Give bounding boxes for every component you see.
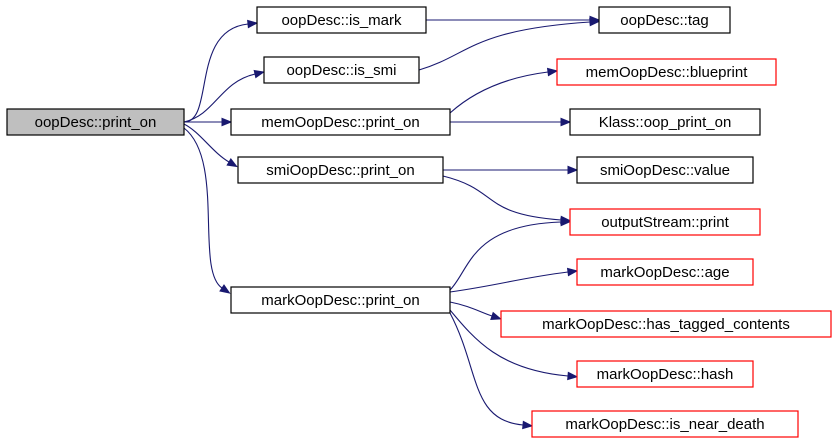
edge-line — [418, 21, 591, 71]
edge-mark_print_on-to-stream_print — [449, 217, 572, 291]
edge-line — [449, 301, 493, 317]
edge-line — [183, 123, 230, 163]
node-label: markOopDesc::hash — [597, 366, 734, 383]
edge-line — [442, 175, 562, 221]
node-label: markOopDesc::print_on — [261, 292, 419, 309]
arrowhead — [560, 117, 572, 127]
edge-line — [449, 71, 549, 114]
nodes-layer: oopDesc::print_onoopDesc::is_markoopDesc… — [6, 6, 832, 438]
arrowhead — [546, 67, 559, 77]
node-box[interactable] — [576, 156, 754, 184]
node-box[interactable] — [6, 108, 185, 136]
arrowhead — [560, 217, 572, 227]
edge-line — [183, 127, 223, 289]
node-box[interactable] — [576, 360, 754, 388]
node-label: markOopDesc::has_tagged_contents — [542, 316, 790, 333]
arrowhead — [522, 420, 534, 430]
node-age[interactable]: markOopDesc::age — [576, 258, 754, 286]
node-box[interactable] — [256, 6, 427, 34]
edge-smi_print_on-to-stream_print — [442, 175, 572, 225]
edge-root-to-is_mark — [183, 19, 259, 123]
node-is-smi[interactable]: oopDesc::is_smi — [263, 56, 420, 84]
node-box[interactable] — [569, 208, 761, 236]
arrowhead — [490, 311, 502, 320]
edge-smi_print_on-to-smi_value — [443, 165, 579, 175]
edge-line — [449, 271, 569, 293]
node-box[interactable] — [230, 108, 451, 136]
edge-root-to-mem_print_on — [184, 117, 233, 127]
node-box[interactable] — [598, 6, 731, 34]
arrowhead — [589, 17, 601, 27]
node-label: oopDesc::is_mark — [281, 12, 402, 29]
node-box[interactable] — [230, 286, 451, 314]
edge-is_smi-to-tag — [418, 17, 601, 71]
node-label: oopDesc::print_on — [35, 114, 157, 131]
edge-mem_print_on-to-blueprint — [449, 67, 559, 114]
edge-mem_print_on-to-klass_print — [450, 117, 572, 127]
node-label: markOopDesc::is_near_death — [565, 416, 764, 433]
arrowhead — [247, 19, 259, 29]
edge-root-to-smi_print_on — [183, 123, 238, 168]
edge-is_mark-to-tag — [426, 15, 601, 25]
node-label: memOopDesc::blueprint — [586, 64, 749, 81]
edge-root-to-mark_print_on — [183, 127, 231, 294]
node-label: memOopDesc::print_on — [261, 114, 419, 131]
node-klass-print[interactable]: Klass::oop_print_on — [569, 108, 761, 136]
arrowhead — [226, 158, 238, 168]
edges-layer — [183, 15, 601, 430]
node-label: smiOopDesc::print_on — [266, 162, 414, 179]
node-label: oopDesc::tag — [620, 12, 708, 29]
edge-mark_print_on-to-age — [449, 267, 579, 293]
arrowhead — [567, 165, 579, 175]
node-mem-print-on[interactable]: memOopDesc::print_on — [230, 108, 451, 136]
node-box[interactable] — [556, 58, 777, 86]
node-box[interactable] — [531, 410, 799, 438]
node-label: smiOopDesc::value — [600, 162, 730, 179]
node-box[interactable] — [237, 156, 444, 184]
edge-mark_print_on-to-near_death — [449, 312, 534, 430]
node-label: oopDesc::is_smi — [286, 62, 396, 79]
node-label: markOopDesc::age — [600, 264, 729, 281]
node-blueprint[interactable]: memOopDesc::blueprint — [556, 58, 777, 86]
node-smi-value[interactable]: smiOopDesc::value — [576, 156, 754, 184]
edge-line — [449, 312, 524, 426]
node-is-mark[interactable]: oopDesc::is_mark — [256, 6, 427, 34]
edge-root-to-is_smi — [183, 69, 266, 123]
edge-mark_print_on-to-hash — [449, 309, 579, 381]
node-label: outputStream::print — [601, 214, 729, 231]
node-root[interactable]: oopDesc::print_on — [6, 108, 185, 136]
node-label: Klass::oop_print_on — [599, 114, 732, 131]
edge-line — [449, 221, 562, 291]
node-tag[interactable]: oopDesc::tag — [598, 6, 731, 34]
node-smi-print-on[interactable]: smiOopDesc::print_on — [237, 156, 444, 184]
node-box[interactable] — [263, 56, 420, 84]
arrowhead — [567, 371, 579, 381]
arrowhead — [219, 284, 231, 294]
node-stream-print[interactable]: outputStream::print — [569, 208, 761, 236]
node-box[interactable] — [569, 108, 761, 136]
edge-line — [183, 23, 249, 123]
node-hash[interactable]: markOopDesc::hash — [576, 360, 754, 388]
node-near-death[interactable]: markOopDesc::is_near_death — [531, 410, 799, 438]
edge-line — [183, 73, 256, 123]
node-tagged[interactable]: markOopDesc::has_tagged_contents — [500, 310, 832, 338]
node-box[interactable] — [500, 310, 832, 338]
arrowhead — [221, 117, 233, 127]
arrowhead — [566, 267, 579, 277]
arrowhead — [253, 69, 266, 79]
edge-line — [449, 309, 569, 377]
edge-mark_print_on-to-tagged — [449, 301, 502, 320]
node-mark-print-on[interactable]: markOopDesc::print_on — [230, 286, 451, 314]
node-box[interactable] — [576, 258, 754, 286]
